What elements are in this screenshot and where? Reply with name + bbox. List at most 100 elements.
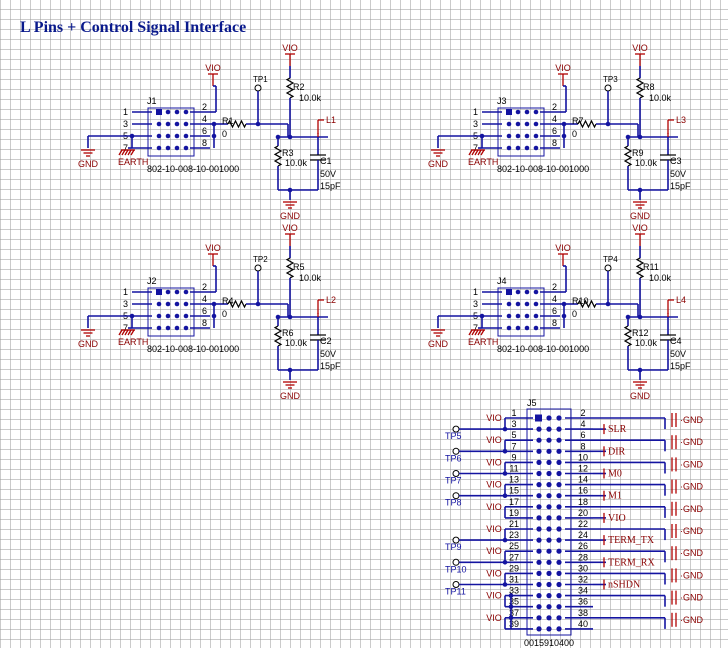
pin-number: 10 — [578, 452, 588, 462]
resistor-value: 10.0k — [649, 93, 672, 103]
pin-number: 40 — [578, 619, 588, 629]
capacitor-value: 15pF — [670, 361, 691, 371]
junction-dot — [536, 437, 542, 443]
junction-dot — [506, 325, 512, 331]
junction-dot — [506, 301, 512, 307]
junction-dot — [546, 482, 552, 488]
signal-label: TERM_TX — [608, 535, 655, 546]
junction-dot — [536, 526, 542, 532]
gnd-symbol: GND — [280, 201, 301, 221]
pin1-marker — [506, 289, 512, 295]
capacitor-refdes: C4 — [670, 336, 682, 346]
junction-dot — [533, 145, 539, 151]
pin-number: 36 — [578, 597, 588, 607]
pin-number: 2 — [202, 102, 207, 112]
signal-label: VIO — [608, 513, 626, 524]
net-port-label: L2 — [326, 295, 336, 305]
connector-part-number: 802-10-008-10-001000 — [147, 164, 239, 174]
junction-dot — [174, 133, 180, 139]
vio-label: VIO — [282, 43, 298, 53]
pin-number: 2 — [552, 282, 557, 292]
resistor-value: 10.0k — [635, 338, 658, 348]
junction-dot — [556, 504, 562, 510]
junction-dot — [508, 604, 514, 609]
gnd-port-label: ·GND — [680, 459, 703, 469]
junction-dot — [556, 537, 562, 543]
resistor-refdes: R8 — [643, 82, 655, 92]
junction-dot — [556, 448, 562, 454]
junction-dot — [546, 570, 552, 577]
resistor-value: 0 — [222, 129, 227, 139]
pin-number: 27 — [509, 552, 519, 562]
pin-number: 38 — [578, 608, 588, 618]
junction-dot — [546, 604, 552, 610]
pin-number: 8 — [552, 138, 557, 148]
resistor-refdes: R4 — [222, 296, 234, 306]
junction-dot — [546, 515, 552, 521]
resistor-value: 0 — [222, 309, 227, 319]
junction-dot — [165, 313, 171, 319]
testpoint-label: TP4 — [603, 255, 618, 264]
gnd-port-label: ·GND — [680, 482, 703, 492]
vio-label: VIO — [632, 223, 648, 233]
vio-label: VIO — [486, 568, 502, 578]
pin-number: 1 — [473, 107, 478, 117]
signal-label: TERM_RX — [608, 557, 655, 568]
resistor-value: 10.0k — [285, 158, 308, 168]
junction-dot — [536, 493, 542, 499]
junction-dot — [502, 560, 508, 565]
vio-label: VIO — [205, 63, 221, 73]
junction-dot — [183, 109, 189, 115]
resistor-refdes: R12 — [632, 328, 649, 338]
junction-dot — [508, 615, 514, 621]
junction-dot — [502, 449, 508, 454]
pin-number: 4 — [552, 114, 557, 124]
pin-number: 21 — [509, 519, 519, 529]
capacitor-value: 15pF — [320, 361, 341, 371]
testpoint-icon — [254, 84, 262, 92]
earth-symbol: EARTH — [468, 149, 498, 167]
junction-dot — [515, 109, 521, 115]
pin-number: 23 — [509, 530, 519, 540]
pin-number: 6 — [580, 430, 585, 440]
pin-number: 39 — [509, 619, 519, 629]
testpoint-label: TP2 — [253, 255, 268, 264]
signal-label: SLR — [608, 424, 627, 435]
testpoint-icon — [254, 264, 262, 272]
vio-symbol: VIO — [632, 43, 648, 66]
connector-body — [497, 107, 545, 157]
pin-number: 13 — [509, 475, 519, 485]
pin-number: 20 — [578, 508, 588, 518]
junction-dot — [165, 133, 171, 139]
pin-number: 18 — [578, 497, 588, 507]
resistor-value: 10.0k — [635, 158, 658, 168]
junction-dot — [546, 448, 552, 454]
resistor-refdes: R5 — [293, 262, 305, 272]
vio-label: VIO — [486, 546, 502, 556]
resistor-value: 0 — [572, 309, 577, 319]
pin-number: 8 — [552, 318, 557, 328]
connector-refdes: J4 — [497, 276, 507, 286]
resistor-value: 0 — [572, 129, 577, 139]
resistor-refdes: R1 — [222, 116, 234, 126]
vio-label: VIO — [486, 480, 502, 490]
sheet-title: L Pins + Control Signal Interface — [20, 19, 247, 36]
pin-number: 3 — [511, 419, 516, 429]
junction-dot — [546, 493, 552, 499]
testpoint-label: TP11 — [445, 587, 466, 597]
vio-label: VIO — [486, 457, 502, 467]
vio-label: VIO — [555, 243, 571, 253]
junction-dot — [561, 133, 567, 139]
pin-number: 8 — [202, 138, 207, 148]
junction-dot — [536, 570, 542, 577]
junction-dot — [165, 289, 171, 295]
junction-dot — [165, 121, 171, 127]
testpoint-label: TP5 — [445, 431, 462, 441]
pin-number: 2 — [202, 282, 207, 292]
pin-number: 11 — [509, 464, 518, 474]
pin-number: 7 — [123, 323, 128, 333]
resistor-value: 10.0k — [649, 273, 672, 283]
vio-label: VIO — [555, 63, 571, 73]
signal-label: DIR — [608, 446, 626, 457]
